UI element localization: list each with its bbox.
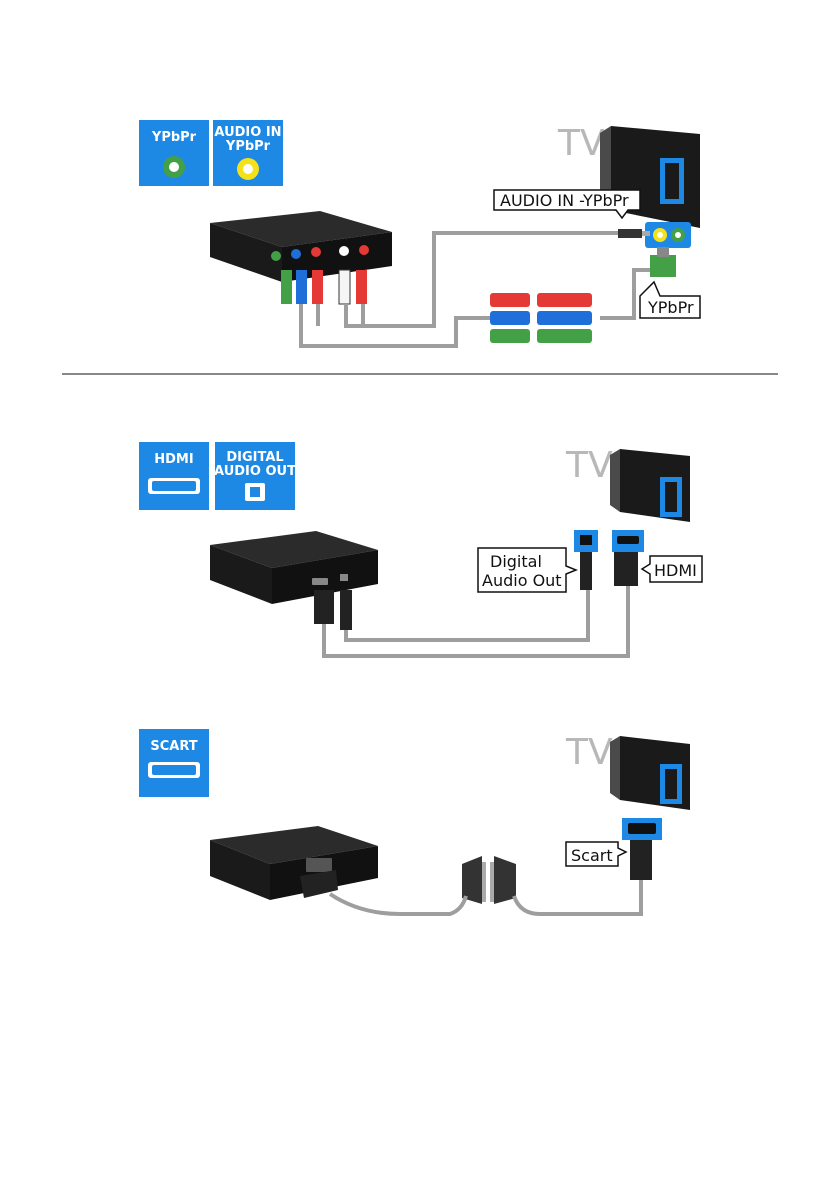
tv-ports (574, 530, 644, 552)
tv-plugs (580, 552, 638, 590)
callout-scart-text: Scart (571, 846, 613, 865)
tile-ypbpr-label: YPbPr (151, 130, 197, 145)
callout-ypbpr: YPbPr (640, 282, 700, 318)
rca-adapter-set (490, 293, 592, 343)
tile-digital-line1: DIGITAL (226, 450, 283, 465)
callout-ypbpr-text: YPbPr (647, 298, 694, 317)
tile-hdmi: HDMI (139, 442, 209, 510)
tv-label: TV (557, 123, 605, 164)
tile-scart: SCART (139, 729, 209, 797)
tile-ypbpr: YPbPr (139, 120, 209, 186)
tv-icon (610, 736, 690, 810)
tv-label: TV (565, 732, 613, 773)
callout-audio-in-ypbpr: AUDIO IN -YPbPr (494, 190, 640, 218)
device-plugs (314, 590, 352, 630)
tile-digital-line2: AUDIO OUT (214, 464, 296, 479)
tile-audio-in-line1: AUDIO IN (214, 125, 281, 140)
tv-icon (600, 126, 700, 248)
tv-label: TV (565, 445, 613, 486)
callout-digital-line2: Audio Out (482, 571, 562, 590)
callout-hdmi: HDMI (642, 556, 702, 582)
callout-digital-line1: Digital (490, 552, 542, 571)
callout-scart: Scart (566, 842, 626, 866)
component-section: YPbPr AUDIO IN YPbPr TV A (139, 120, 700, 346)
callout-hdmi-text: HDMI (654, 561, 697, 580)
scart-adapter (462, 856, 516, 904)
tile-audio-in-ypbpr: AUDIO IN YPbPr (213, 120, 283, 186)
component-plug-tv (650, 247, 676, 277)
tv-scart-port (622, 818, 662, 840)
hdmi-cables (324, 586, 628, 656)
tv-scart-plug (630, 840, 652, 880)
tile-audio-in-line2: YPbPr (225, 139, 271, 154)
tv-icon (610, 449, 690, 522)
hdmi-section: HDMI DIGITAL AUDIO OUT TV (139, 442, 702, 656)
scart-section: SCART TV Scart (139, 729, 690, 914)
tile-hdmi-label: HDMI (154, 452, 193, 467)
tile-scart-label: SCART (150, 739, 197, 754)
callout-audio-in-text: AUDIO IN -YPbPr (500, 191, 629, 210)
callout-digital-audio-out: Digital Audio Out (478, 548, 576, 592)
media-device-icon (210, 531, 378, 604)
scart-device-icon (210, 826, 378, 900)
tile-digital-audio-out: DIGITAL AUDIO OUT (214, 442, 296, 510)
